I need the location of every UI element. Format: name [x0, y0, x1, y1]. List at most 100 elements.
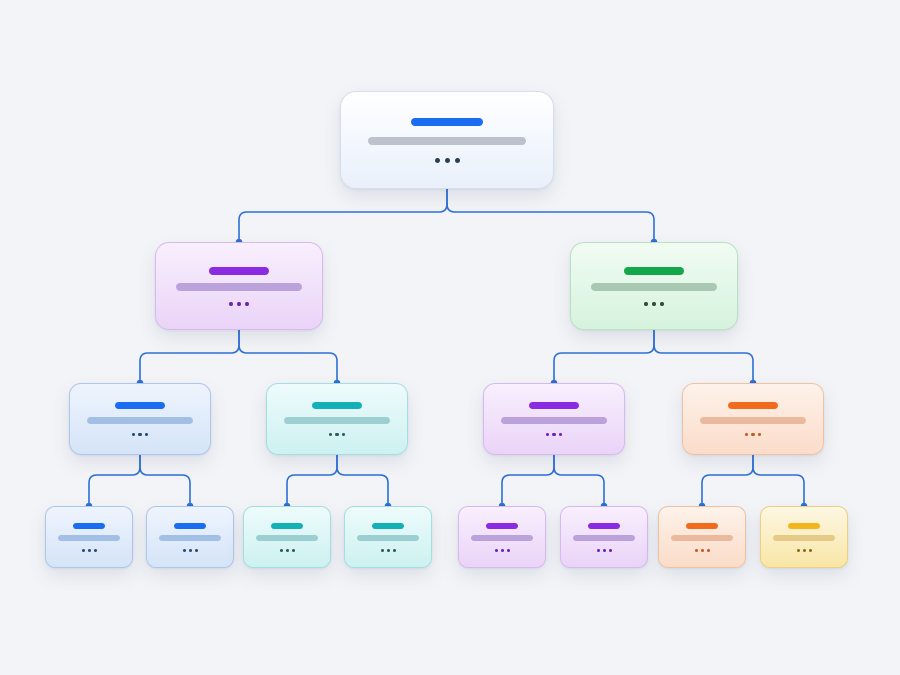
more-dot	[291, 548, 295, 552]
more-dot	[194, 548, 198, 552]
more-dot	[558, 432, 563, 437]
node-card-b[interactable]	[570, 242, 738, 330]
more-dot	[494, 548, 498, 552]
more-dot	[229, 301, 233, 306]
more-dot	[182, 548, 186, 552]
more-options-icon[interactable]	[596, 548, 612, 552]
node-card-b2a[interactable]	[658, 506, 746, 568]
node-card-a1a[interactable]	[45, 506, 133, 568]
more-options-icon[interactable]	[229, 301, 249, 306]
more-options-icon[interactable]	[380, 548, 396, 552]
more-options-icon[interactable]	[279, 548, 295, 552]
connector-line	[752, 455, 805, 506]
more-dot	[751, 432, 755, 437]
more-options-icon[interactable]	[131, 432, 149, 437]
node-card-a2b[interactable]	[344, 506, 432, 568]
more-dot	[188, 548, 192, 552]
more-dot	[652, 301, 656, 306]
node-subtitle-placeholder	[573, 534, 635, 541]
node-subtitle-placeholder	[773, 534, 835, 541]
node-title-placeholder	[728, 401, 778, 409]
more-dot	[500, 548, 504, 552]
node-card-a2[interactable]	[266, 383, 408, 455]
node-card-a[interactable]	[155, 242, 323, 330]
node-title-placeholder	[588, 522, 620, 529]
connector-line	[139, 330, 240, 383]
more-dot	[660, 301, 664, 306]
connector-line	[286, 455, 338, 506]
more-dot	[802, 548, 806, 552]
node-card-b2b[interactable]	[760, 506, 848, 568]
node-subtitle-placeholder	[159, 534, 221, 541]
more-options-icon[interactable]	[644, 301, 664, 306]
more-dot	[341, 432, 346, 437]
more-dot	[744, 432, 749, 437]
node-subtitle-placeholder	[87, 416, 193, 424]
node-card-b2[interactable]	[682, 383, 824, 455]
node-card-a2a[interactable]	[243, 506, 331, 568]
more-dot	[93, 548, 97, 552]
node-card-root[interactable]	[340, 91, 554, 189]
more-options-icon[interactable]	[328, 432, 346, 437]
node-title-placeholder	[624, 266, 684, 275]
node-title-placeholder	[174, 522, 206, 529]
node-card-b1a[interactable]	[458, 506, 546, 568]
more-options-icon[interactable]	[545, 432, 563, 437]
more-dot	[706, 548, 710, 552]
more-dot	[131, 432, 136, 437]
more-dot	[757, 432, 762, 437]
more-dot	[454, 157, 460, 163]
node-title-placeholder	[115, 401, 165, 409]
node-title-placeholder	[372, 522, 404, 529]
node-title-placeholder	[486, 522, 518, 529]
more-options-icon[interactable]	[796, 548, 812, 552]
more-dot	[328, 432, 333, 437]
more-options-icon[interactable]	[81, 548, 97, 552]
more-dot	[285, 548, 289, 552]
node-subtitle-placeholder	[501, 416, 607, 424]
connector-line	[701, 455, 754, 506]
more-dot	[144, 432, 149, 437]
more-options-icon[interactable]	[434, 157, 460, 163]
connector-line	[336, 455, 389, 506]
node-title-placeholder	[529, 401, 579, 409]
node-title-placeholder	[73, 522, 105, 529]
node-title-placeholder	[312, 401, 362, 409]
node-title-placeholder	[411, 117, 483, 126]
more-dot	[608, 548, 612, 552]
more-dot	[700, 548, 704, 552]
more-dot	[392, 548, 396, 552]
node-subtitle-placeholder	[368, 136, 526, 145]
node-card-a1[interactable]	[69, 383, 211, 455]
more-dot	[694, 548, 698, 552]
more-dot	[87, 548, 91, 552]
node-title-placeholder	[788, 522, 820, 529]
more-options-icon[interactable]	[494, 548, 510, 552]
node-card-b1[interactable]	[483, 383, 625, 455]
more-dot	[380, 548, 384, 552]
more-dot	[279, 548, 283, 552]
node-title-placeholder	[271, 522, 303, 529]
connector-line	[553, 455, 605, 506]
node-title-placeholder	[686, 522, 718, 529]
more-dot	[138, 432, 142, 437]
connector-line	[238, 330, 338, 383]
node-title-placeholder	[209, 266, 269, 275]
more-dot	[545, 432, 550, 437]
more-dot	[552, 432, 556, 437]
node-subtitle-placeholder	[700, 416, 806, 424]
more-dot	[644, 301, 648, 306]
more-dot	[596, 548, 600, 552]
more-dot	[444, 157, 450, 163]
node-subtitle-placeholder	[284, 416, 390, 424]
more-options-icon[interactable]	[182, 548, 198, 552]
more-options-icon[interactable]	[744, 432, 762, 437]
connector-line	[88, 455, 141, 506]
node-card-b1b[interactable]	[560, 506, 648, 568]
more-dot	[245, 301, 249, 306]
node-subtitle-placeholder	[471, 534, 533, 541]
more-dot	[796, 548, 800, 552]
node-card-a1b[interactable]	[146, 506, 234, 568]
more-options-icon[interactable]	[694, 548, 710, 552]
